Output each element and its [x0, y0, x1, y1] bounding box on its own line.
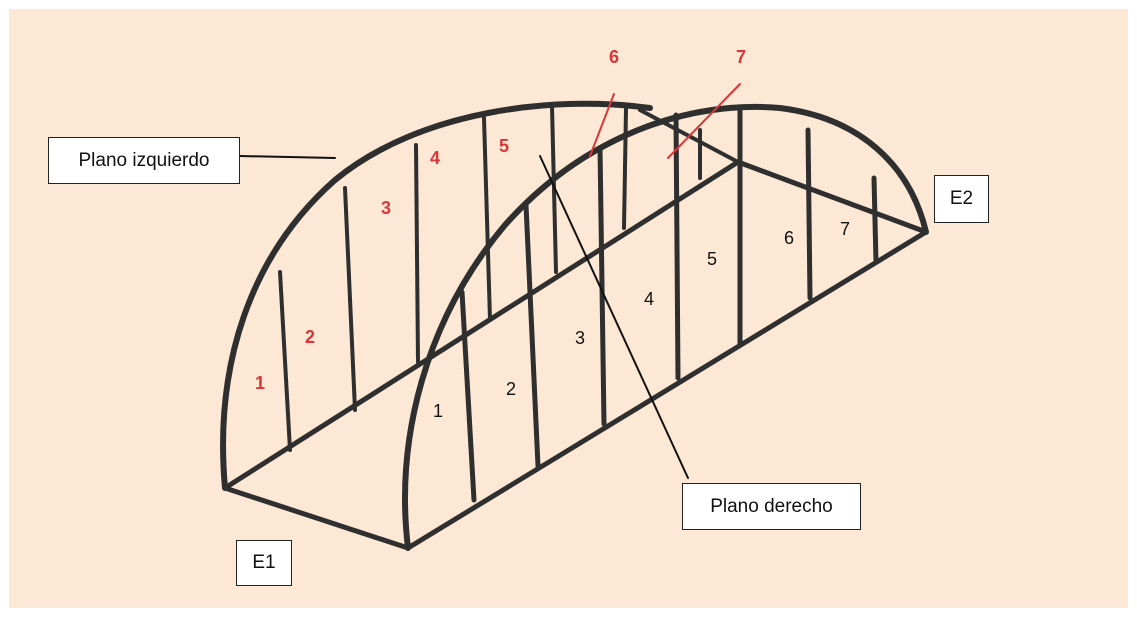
right-ribs [459, 107, 879, 503]
right-number: 7 [840, 219, 850, 239]
left-plane-numbers: 1 2 3 4 5 6 7 [255, 47, 746, 393]
end1-label: E1 [236, 540, 292, 586]
left-number: 6 [609, 47, 619, 67]
left-number: 4 [430, 148, 440, 168]
diagram-panel [9, 9, 1128, 608]
right-number: 3 [575, 328, 585, 348]
floor-front-edge [405, 229, 929, 551]
right-number: 5 [707, 249, 717, 269]
left-number: 7 [736, 47, 746, 67]
floor-back-edge [222, 159, 741, 491]
left-number: 1 [255, 373, 265, 393]
right-number: 1 [433, 401, 443, 421]
end2-label: E2 [934, 175, 989, 223]
left-ribs [278, 104, 702, 452]
right-number: 4 [644, 289, 654, 309]
right-number: 6 [784, 228, 794, 248]
right-plane-numbers: 1 2 3 4 5 6 7 [433, 219, 850, 421]
left-number: 2 [305, 327, 315, 347]
top-end-edge [735, 159, 929, 235]
left-number: 3 [381, 198, 391, 218]
left-number: 5 [499, 136, 509, 156]
leader-lines [239, 83, 741, 479]
left-plane-label: Plano izquierdo [48, 137, 240, 184]
floor-left-edge [222, 485, 411, 551]
right-arch [402, 103, 929, 551]
right-number: 2 [506, 379, 516, 399]
right-plane-label: Plano derecho [682, 483, 861, 530]
